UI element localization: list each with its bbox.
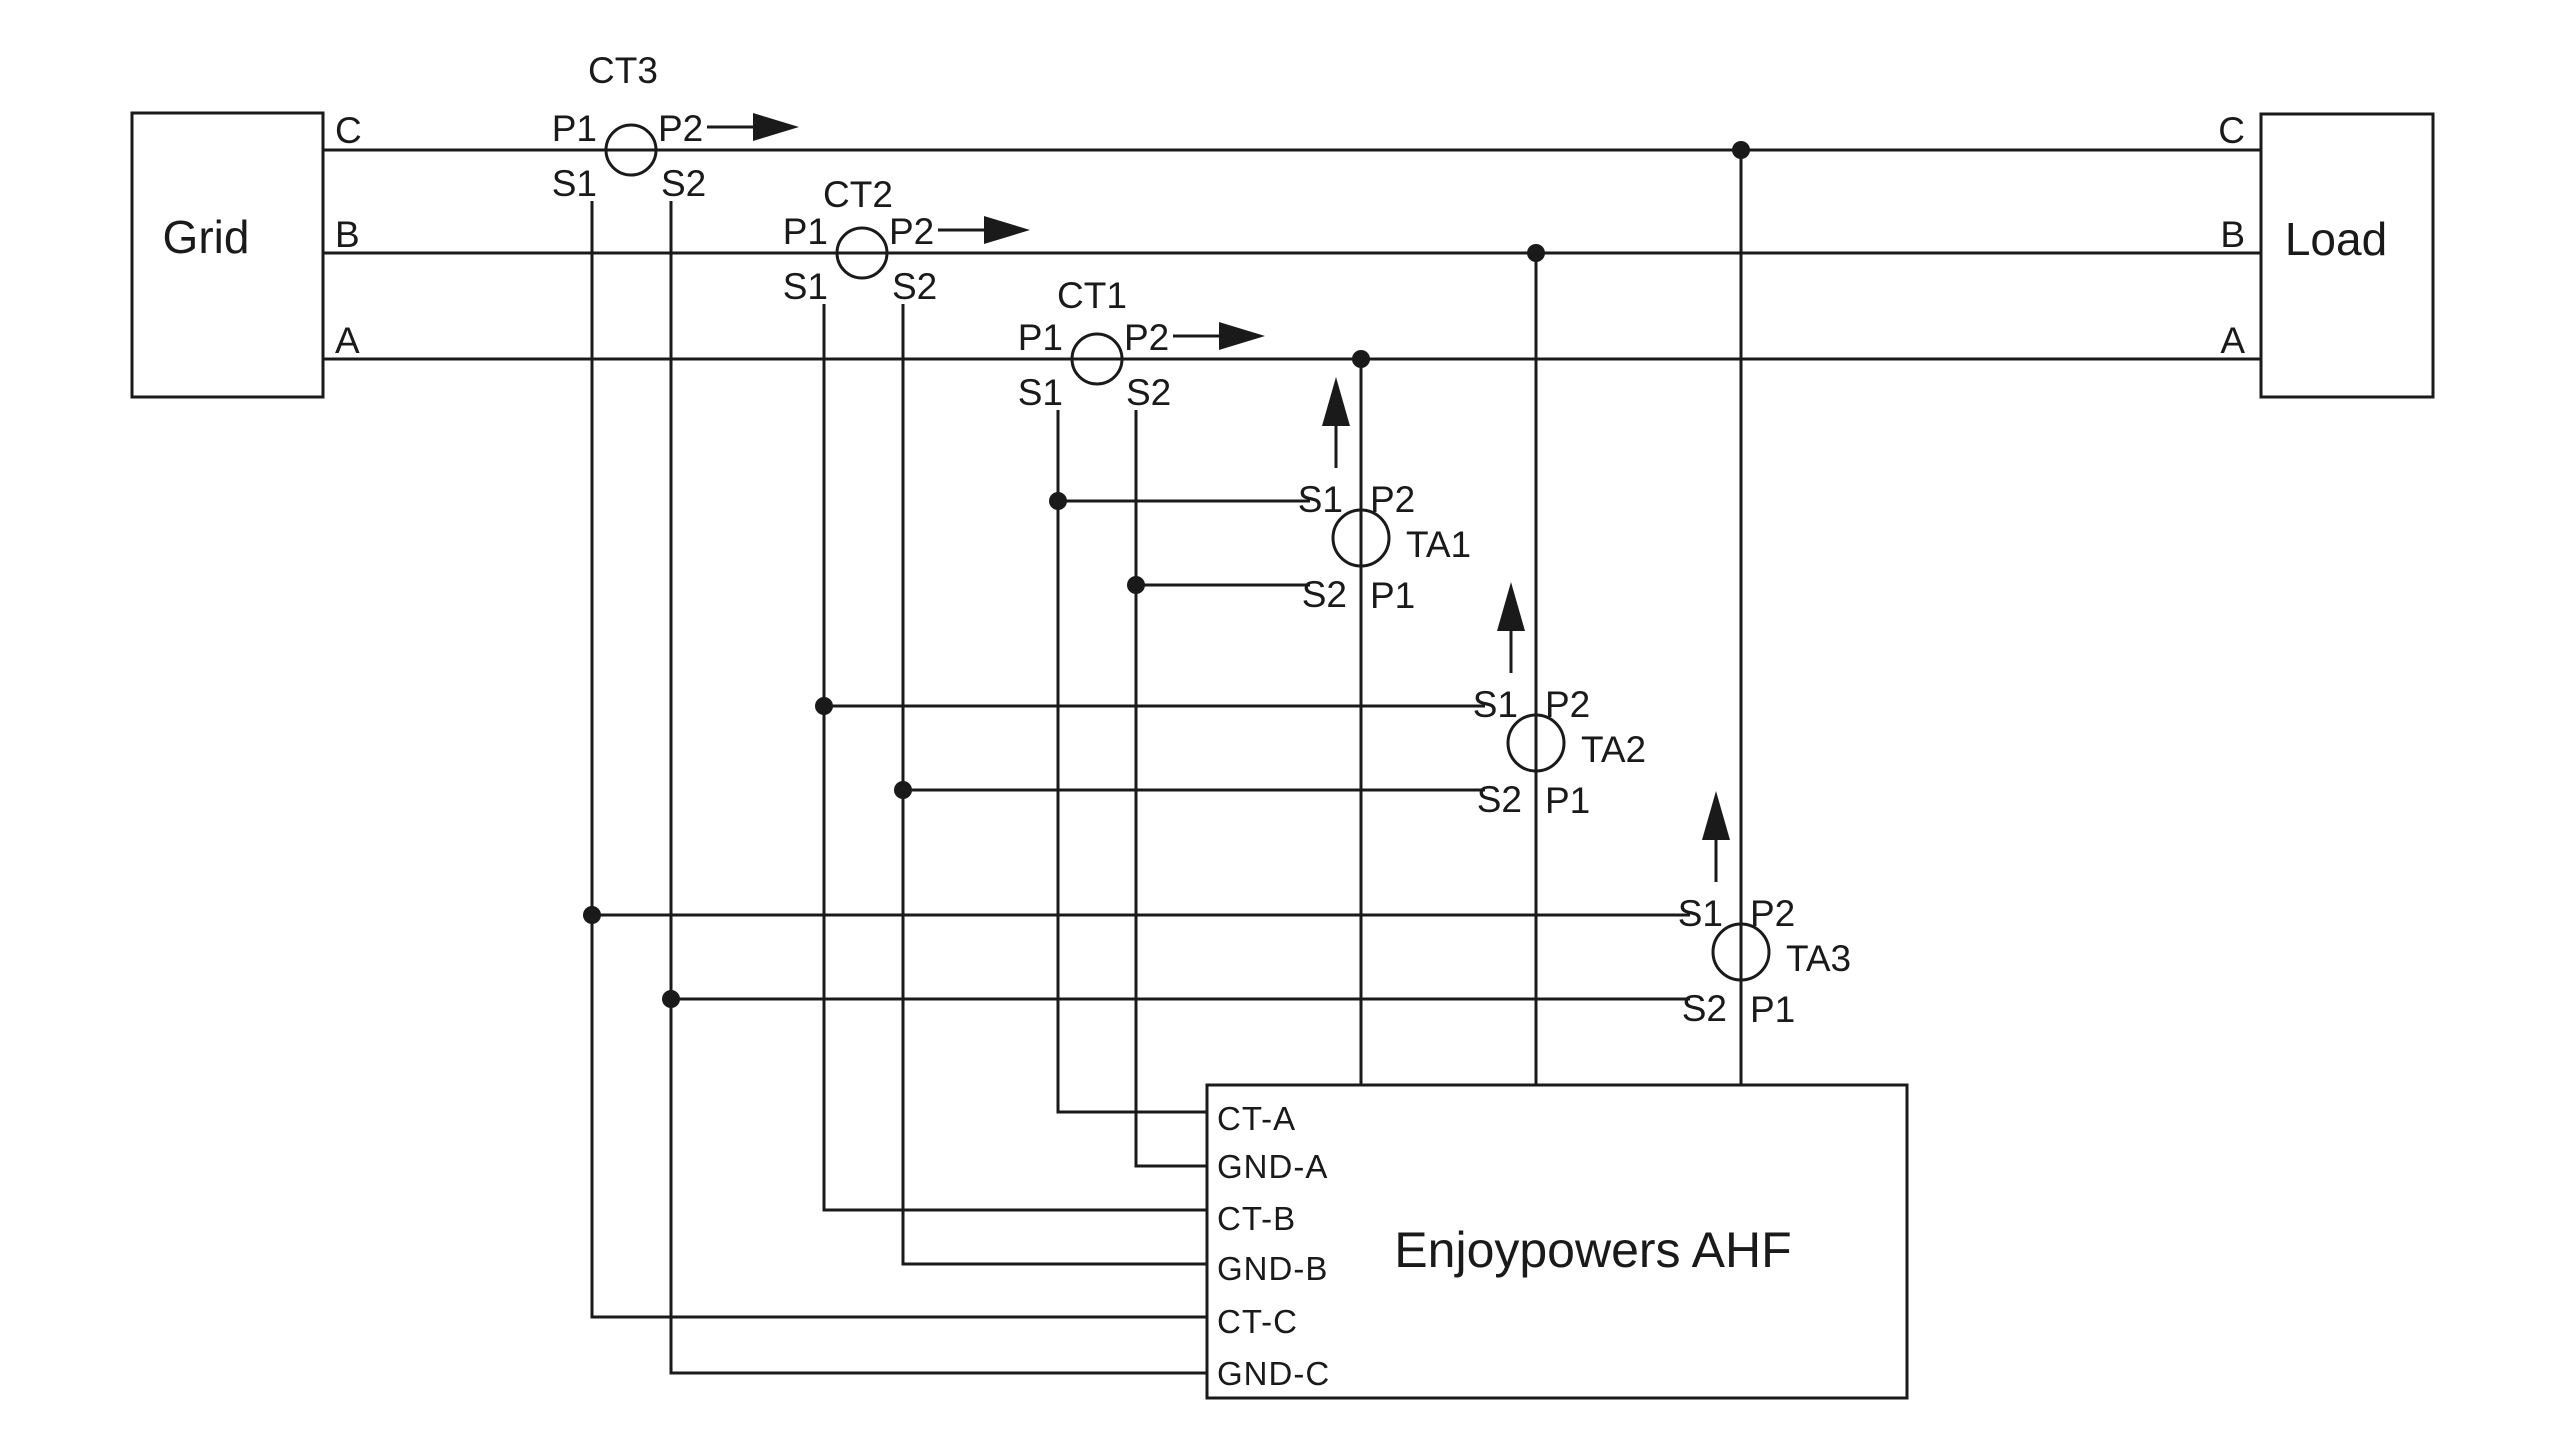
ct3-current-arrow-icon [753, 113, 799, 141]
phase-a-label-right: A [2220, 320, 2245, 361]
grid-box-outline [130, 111, 325, 399]
ct1-group: CT1 P1 P2 S1 S2 [1018, 275, 1265, 413]
load-box-outline [2259, 112, 2435, 399]
ct1-s1-label: S1 [1018, 372, 1063, 413]
ct3-group: CT3 P1 P2 S1 S2 [552, 50, 799, 204]
ct1-p2-label: P2 [1124, 317, 1169, 358]
ct3-name: CT3 [588, 50, 658, 91]
ta2-p2-label: P2 [1545, 684, 1590, 725]
ct3-p2-label: P2 [658, 108, 703, 149]
ahf-terminal-ct-c: CT-C [1217, 1303, 1298, 1340]
ta2-current-arrow-icon [1497, 582, 1525, 631]
ct1-s1-wire-to-ct-a [1056, 410, 1207, 1114]
phase-b-label-right: B [2220, 214, 2245, 255]
ct2-s2-label: S2 [892, 266, 937, 307]
load-box-label: Load [2285, 213, 2387, 265]
ct1-symbol [1070, 332, 1124, 386]
ct2-p1-label: P1 [783, 211, 828, 252]
ta2-p1-label: P1 [1545, 780, 1590, 821]
ct3-s1-label: S1 [552, 163, 597, 204]
ta2-symbol [1506, 713, 1566, 773]
junction-dot-phase-b-tap [1527, 244, 1545, 262]
junction-dot-ta2-s2 [894, 781, 912, 799]
ta1-name: TA1 [1406, 524, 1471, 565]
phase-c-label-left: C [335, 110, 362, 151]
ta3-symbol [1711, 922, 1771, 982]
ta3-s1-label: S1 [1678, 893, 1723, 934]
junction-dot-ta3-s2 [662, 990, 680, 1008]
load-box: Load [2259, 112, 2435, 399]
junction-dot-ta3-s1 [583, 906, 601, 924]
ct3-s2-label: S2 [661, 163, 706, 204]
ct1-s2-wire-to-gnd-a [1134, 410, 1207, 1168]
ct2-group: CT2 P1 P2 S1 S2 [783, 174, 1030, 307]
ta1-group: S1 P2 S2 P1 TA1 [1058, 377, 1471, 616]
ta3-s2-label: S2 [1682, 988, 1727, 1029]
ct2-symbol [835, 226, 889, 280]
ahf-terminal-gnd-a: GND-A [1217, 1148, 1328, 1185]
ta1-current-arrow-icon [1322, 377, 1350, 426]
ct1-s2-label: S2 [1126, 372, 1171, 413]
ahf-box-outline [1205, 1083, 1909, 1400]
ta3-name: TA3 [1786, 938, 1851, 979]
phase-a-label-left: A [335, 320, 360, 361]
ct1-name: CT1 [1057, 275, 1127, 316]
junction-dot-ta1-s1 [1049, 492, 1067, 510]
ct2-s1-label: S1 [783, 266, 828, 307]
ct1-p1-label: P1 [1018, 317, 1063, 358]
ta1-s2-label: S2 [1302, 574, 1347, 615]
ta2-s2-label: S2 [1477, 779, 1522, 820]
ct1-current-arrow-icon [1219, 322, 1265, 350]
phase-c-label-right: C [2218, 110, 2245, 151]
ahf-terminal-ct-a: CT-A [1217, 1100, 1296, 1137]
ct2-s1-wire-to-ct-b [822, 304, 1207, 1212]
ahf-terminal-gnd-c: GND-C [1217, 1355, 1330, 1392]
ta1-p2-label: P2 [1370, 479, 1415, 520]
grid-box-label: Grid [163, 211, 250, 263]
ahf-terminal-gnd-b: GND-B [1217, 1250, 1328, 1287]
junction-dot-phase-a-tap [1352, 350, 1370, 368]
phase-b-label-left: B [335, 214, 360, 255]
ct3-symbol [604, 123, 658, 177]
junction-dot-ta2-s1 [815, 697, 833, 715]
ahf-terminal-ct-b: CT-B [1217, 1200, 1296, 1237]
ct2-current-arrow-icon [984, 216, 1030, 244]
ta1-p1-label: P1 [1370, 575, 1415, 616]
ct3-p1-label: P1 [552, 108, 597, 149]
ct3-s1-wire-to-ct-c [590, 201, 1207, 1319]
ta3-p1-label: P1 [1750, 989, 1795, 1030]
ahf-box: Enjoypowers AHF CT-A GND-A CT-B GND-B CT… [1205, 1083, 1909, 1400]
ta3-group: S1 P2 S2 P1 TA3 [592, 791, 1851, 1030]
grid-box: Grid [130, 111, 325, 399]
ta3-current-arrow-icon [1702, 791, 1730, 840]
ta1-symbol [1331, 508, 1391, 568]
ct3-s2-wire-to-gnd-c [669, 201, 1207, 1375]
ta2-group: S1 P2 S2 P1 TA2 [824, 582, 1646, 821]
ct2-s2-wire-to-gnd-b [901, 304, 1207, 1266]
junction-dot-phase-c-tap [1732, 141, 1750, 159]
ta1-s1-label: S1 [1298, 479, 1343, 520]
ct2-p2-label: P2 [889, 211, 934, 252]
junction-dot-ta1-s2 [1127, 576, 1145, 594]
ta2-name: TA2 [1581, 729, 1646, 770]
ahf-box-label: Enjoypowers AHF [1394, 1222, 1791, 1278]
ta3-p2-label: P2 [1750, 893, 1795, 934]
ct2-name: CT2 [823, 174, 893, 215]
ta2-s1-label: S1 [1473, 684, 1518, 725]
